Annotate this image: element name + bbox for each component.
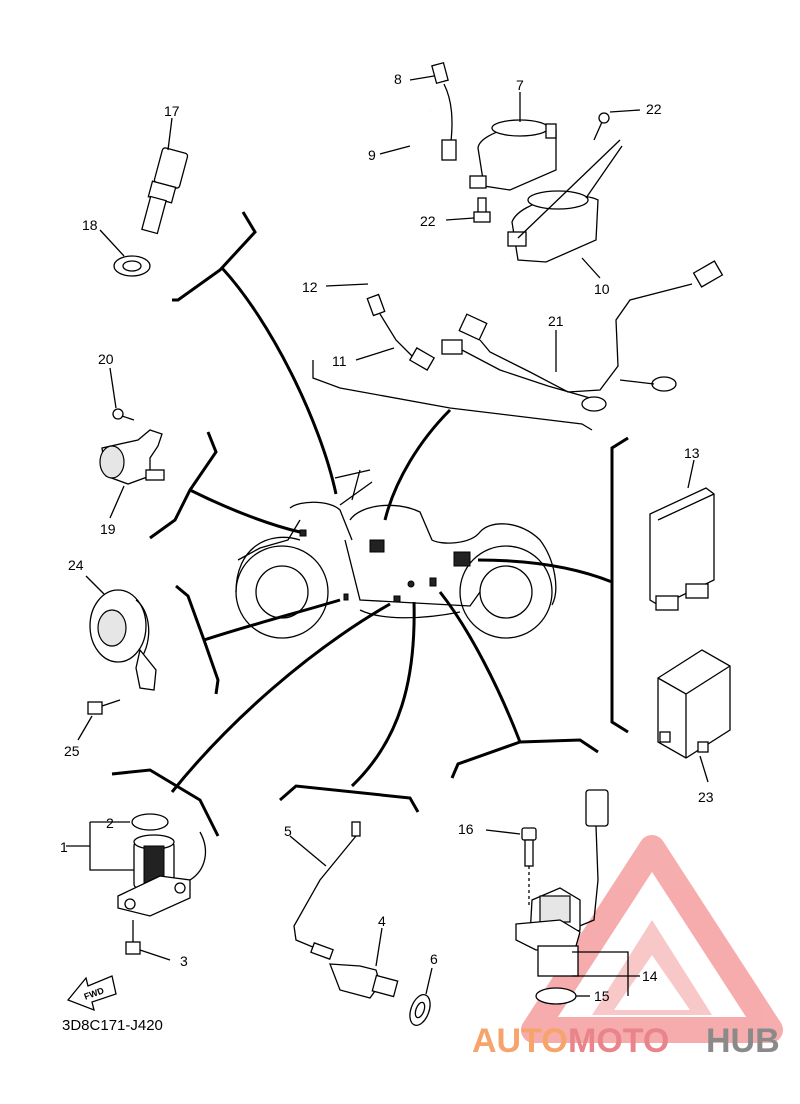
part-5-lead-wire [289,821,361,960]
callout-23: 23 [698,789,714,805]
watermark-moto: MOTO [568,1022,669,1060]
part-18-washer [99,229,151,277]
callout-20: 20 [98,351,114,367]
callout-1: 1 [60,839,68,855]
part-10-ignition-coil [507,190,601,279]
part-11-plug-cap [355,293,436,371]
part-20-screw [109,367,135,421]
motorcycle-silhouette [235,469,557,639]
part-19-speed-sensor [99,429,165,519]
leader-lines [170,266,613,793]
part-1-sensor [66,821,207,917]
callout-18: 18 [82,217,98,233]
part-21-wire-harness [441,260,724,412]
part-17-thermo-sensor [141,117,189,235]
part-7-ignition-coil [469,92,557,191]
part-16-bolt [485,827,537,906]
callout-19: 19 [100,521,116,537]
callout-21: 21 [548,313,564,329]
callout-17: 17 [164,103,180,119]
callout-labels: 1 2 3 4 5 6 7 8 9 10 11 12 13 14 15 16 1… [60,71,714,1004]
part-25-bolt [77,699,121,741]
watermark-triangle-logo [521,835,783,1043]
callout-7: 7 [516,77,524,93]
part-22-bolt-lower [445,197,491,223]
part-2-o-ring [131,813,169,831]
callout-15: 15 [594,988,610,1004]
part-9-plug-cap-lead [318,108,471,194]
part-14-speed-sensor [515,789,640,996]
callout-12: 12 [302,279,318,295]
callout-6: 6 [430,951,438,967]
watermark-auto: AUTO [472,1022,568,1060]
part-6-washer [409,967,433,1026]
part-13-cdi-unit [649,459,715,611]
part-23-relay [657,649,731,783]
callout-11: 11 [332,353,347,369]
callout-3: 3 [180,953,188,969]
watermark-text: AUTO MOTO HUB [472,1022,780,1060]
callout-9: 9 [368,147,376,163]
part-4-neutral-switch [329,927,399,999]
callout-22-lower: 22 [420,213,436,229]
callout-5: 5 [284,823,292,839]
callout-16: 16 [458,821,474,837]
diagram-code: 3D8C171-J420 [62,1017,163,1034]
callout-2: 2 [106,815,114,831]
callout-4: 4 [378,913,386,929]
part-12-high-tension-lead [325,206,514,301]
callout-24: 24 [68,557,84,573]
part-22-bolt-upper [517,109,641,239]
callout-10: 10 [594,281,610,297]
callout-13: 13 [684,445,700,461]
part-3-bolt [125,920,171,961]
fwd-arrow [66,975,117,1012]
watermark-hub: HUB [706,1022,780,1060]
callout-14: 14 [642,968,658,984]
part-24-horn [85,575,157,691]
part-15-o-ring [535,987,590,1005]
part-8-plug-cap [409,61,457,161]
callout-25: 25 [64,743,80,759]
callout-8: 8 [394,71,402,87]
callout-22-upper: 22 [646,101,662,117]
